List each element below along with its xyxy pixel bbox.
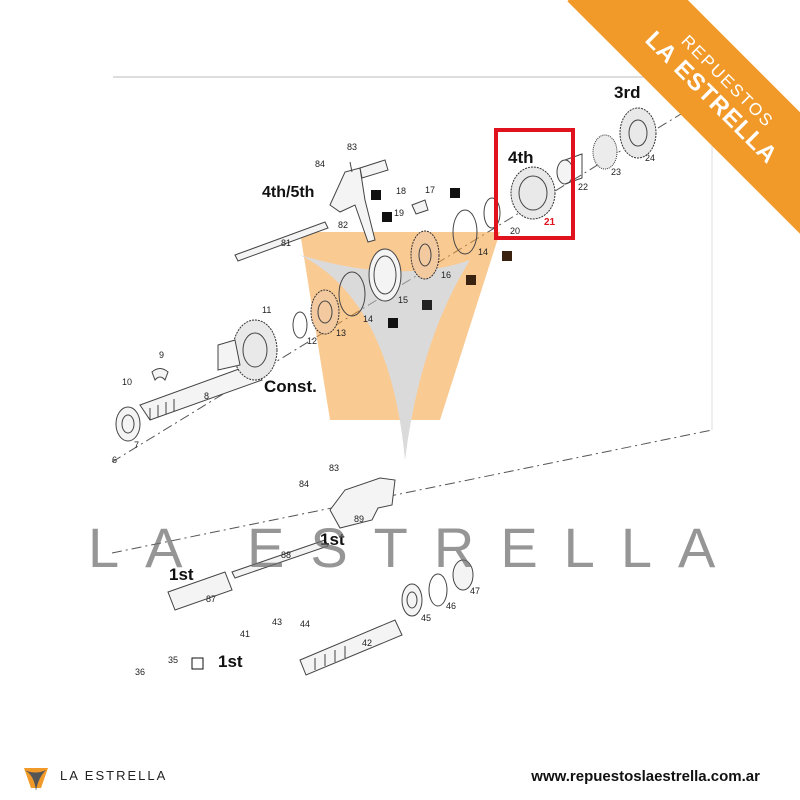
footer-url[interactable]: www.repuestoslaestrella.com.ar [531,768,760,785]
marker-square [371,190,381,200]
part-number: 44 [300,619,310,629]
detent-17 [411,199,429,215]
part-number: 84 [315,159,325,169]
part-number: 14 [478,247,488,257]
marker-square [388,318,398,328]
part-number: 9 [159,350,164,360]
part-number: 23 [611,167,621,177]
part-number: 83 [329,463,339,473]
part-number: 36 [135,667,145,677]
bearing-7 [115,406,141,442]
group-label-4th: 4th [508,148,534,167]
group-label-const: Const. [264,377,317,396]
gear-13 [310,289,340,335]
marker-square [466,275,476,285]
marker-square [382,212,392,222]
part-number: 35 [168,655,178,665]
part-number: 81 [281,238,291,248]
highlight-box [494,128,575,240]
part-number: 22 [578,182,588,192]
part-number: 43 [272,617,282,627]
part-number: 88 [281,550,291,560]
part-number: 6 [112,455,117,465]
part-number: 7 [134,440,139,450]
bearing-45 [401,583,423,617]
hub-16 [410,230,440,280]
main-shaft-8 [139,364,263,421]
part-number: 19 [394,208,404,218]
fourth-gear-21 [510,166,556,220]
washer-12 [292,311,308,339]
part-number: 42 [362,638,372,648]
shift-rail-88 [231,539,329,579]
part-number: 41 [240,629,250,639]
part-number: 13 [336,328,346,338]
third-gear-24 [619,107,657,159]
marker-square-outline [191,657,204,670]
part-number: 20 [510,226,520,236]
ribbon-banner: REPUESTOS LA ESTRELLA [567,0,800,240]
part-number: 24 [645,153,655,163]
part-number: 12 [307,336,317,346]
brand-logo-icon [24,768,48,791]
counter-shaft-42 [299,619,403,676]
lower-axis-line [111,429,713,554]
group-label-1st: 1st [320,530,345,549]
shift-rail-81 [234,221,329,262]
part-number: 17 [425,185,435,195]
part-number: 11 [262,305,271,315]
part-number: 84 [299,479,309,489]
sync-ring-14 [338,271,366,317]
part-number: 10 [122,377,132,387]
part-number: 82 [338,220,348,230]
shift-fork-87 [167,571,233,611]
part-number: 15 [398,295,408,305]
part-number: 87 [206,594,216,604]
marker-square [502,251,512,261]
shift-fork-89 [329,477,396,529]
ring-20 [483,197,501,229]
corner-ribbon: REPUESTOS LA ESTRELLA [560,0,800,240]
bearing-47 [452,559,474,591]
ring-46 [428,573,448,607]
group-label-1st: 1st [218,652,243,671]
bolt-83 [349,161,353,173]
constant-gear [217,319,278,381]
sync-ring-14-upper [452,209,478,255]
highlighted-part-number: 21 [544,217,556,228]
part-number: 18 [396,186,406,196]
part-number: 89 [354,514,364,524]
part-number: 16 [441,270,451,280]
snap-ring-9 [151,368,169,381]
group-label-4th-5th: 4th/5th [262,184,314,201]
part-number-labels: 83 84 18 17 19 82 81 20 22 23 24 14 16 1… [112,142,655,677]
shift-fork-82 [329,159,389,243]
marker-square [422,300,432,310]
group-label-3rd: 3rd [614,83,640,102]
sleeve-15 [368,248,402,302]
group-label-1st: 1st [169,565,194,584]
part-number: 83 [347,142,357,152]
part-number: 8 [204,391,209,401]
part-number: 46 [446,601,456,611]
part-number: 47 [470,586,480,596]
ribbon-line-2: LA ESTRELLA [639,26,783,170]
part-number: 14 [363,314,373,324]
marker-square [450,188,460,198]
footer-brand: LA ESTRELLA [60,768,168,783]
footer: LA ESTRELLA www.repuestoslaestrella.com.… [0,750,800,800]
needle-bearing-23 [592,134,618,170]
part-number: 45 [421,613,431,623]
